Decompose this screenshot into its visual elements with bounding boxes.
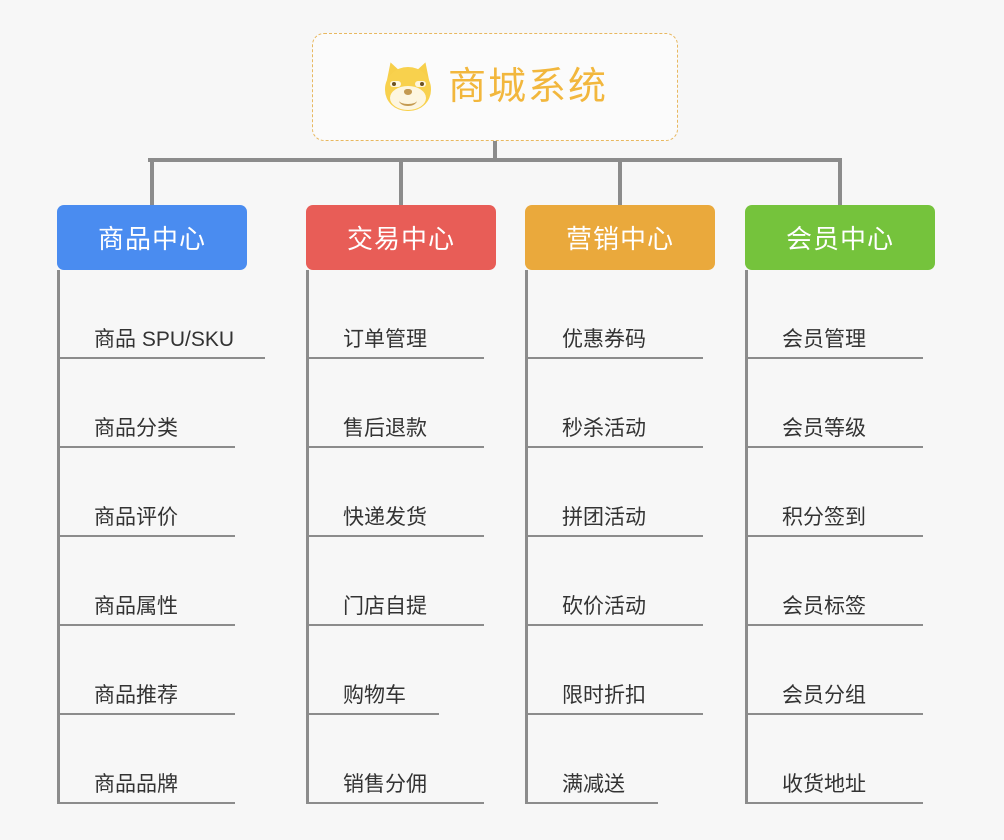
leaf-item-label: 商品品牌 [94, 772, 178, 796]
root-node[interactable]: 商城系统 [312, 33, 678, 141]
leaf-item[interactable]: 拼团活动 [528, 448, 703, 537]
leaf-item[interactable]: 门店自提 [309, 537, 484, 626]
shiba-dog-icon [381, 59, 435, 113]
leaf-item-label: 秒杀活动 [562, 416, 646, 440]
leaf-list-product-center: 商品 SPU/SKU 商品分类商品评价商品属性商品推荐商品品牌 [57, 270, 265, 804]
leaf-item-label: 会员管理 [782, 327, 866, 351]
leaf-item[interactable]: 秒杀活动 [528, 359, 703, 448]
leaf-item-label: 售后退款 [343, 416, 427, 440]
leaf-item-label: 满减送 [562, 772, 625, 796]
leaf-item[interactable]: 限时折扣 [528, 626, 703, 715]
category-column-trade-center: 交易中心订单管理售后退款快递发货门店自提购物车销售分佣 [306, 205, 496, 804]
leaf-item[interactable]: 会员分组 [748, 626, 923, 715]
leaf-item-label: 购物车 [343, 683, 406, 707]
leaf-item-label: 商品属性 [94, 594, 178, 618]
leaf-item[interactable]: 积分签到 [748, 448, 923, 537]
leaf-item-label: 销售分佣 [343, 772, 427, 796]
connector-drop-product-center [150, 158, 154, 205]
leaf-item[interactable]: 售后退款 [309, 359, 484, 448]
category-header-product-center[interactable]: 商品中心 [57, 205, 247, 270]
leaf-item[interactable]: 商品品牌 [60, 715, 235, 804]
connector-root-stem [493, 141, 497, 160]
root-title: 商城系统 [447, 66, 608, 108]
connector-drop-trade-center [399, 158, 403, 205]
leaf-list-trade-center: 订单管理售后退款快递发货门店自提购物车销售分佣 [306, 270, 496, 804]
leaf-item[interactable]: 优惠券码 [528, 270, 703, 359]
connector-horizontal-bus [148, 158, 842, 162]
leaf-item[interactable]: 快递发货 [309, 448, 484, 537]
leaf-item-label: 会员标签 [782, 594, 866, 618]
leaf-item[interactable]: 砍价活动 [528, 537, 703, 626]
leaf-item-label: 会员等级 [782, 416, 866, 440]
leaf-item[interactable]: 订单管理 [309, 270, 484, 359]
connector-drop-member-center [838, 158, 842, 205]
leaf-item[interactable]: 收货地址 [748, 715, 923, 804]
category-column-member-center: 会员中心会员管理会员等级积分签到会员标签会员分组收货地址 [745, 205, 935, 804]
category-column-product-center: 商品中心商品 SPU/SKU 商品分类商品评价商品属性商品推荐商品品牌 [57, 205, 265, 804]
leaf-item[interactable]: 会员等级 [748, 359, 923, 448]
leaf-item[interactable]: 商品分类 [60, 359, 235, 448]
category-header-marketing-center[interactable]: 营销中心 [525, 205, 715, 270]
leaf-item[interactable]: 会员管理 [748, 270, 923, 359]
leaf-item-label: 会员分组 [782, 683, 866, 707]
leaf-item[interactable]: 商品 SPU/SKU [60, 270, 265, 359]
leaf-item-label: 商品评价 [94, 505, 178, 529]
category-header-trade-center[interactable]: 交易中心 [306, 205, 496, 270]
leaf-item-label: 砍价活动 [562, 594, 646, 618]
leaf-item-label: 商品推荐 [94, 683, 178, 707]
leaf-item-label: 优惠券码 [562, 327, 646, 351]
leaf-item-label: 订单管理 [343, 327, 427, 351]
leaf-item[interactable]: 购物车 [309, 626, 439, 715]
leaf-item-label: 积分签到 [782, 505, 866, 529]
leaf-item-label: 快递发货 [343, 505, 427, 529]
leaf-item-label: 商品 SPU/SKU [94, 327, 235, 351]
leaf-item[interactable]: 会员标签 [748, 537, 923, 626]
leaf-item-label: 收货地址 [782, 772, 866, 796]
leaf-item[interactable]: 商品属性 [60, 537, 235, 626]
leaf-item-label: 门店自提 [343, 594, 427, 618]
category-column-marketing-center: 营销中心优惠券码秒杀活动拼团活动砍价活动限时折扣满减送 [525, 205, 715, 804]
category-header-member-center[interactable]: 会员中心 [745, 205, 935, 270]
leaf-list-member-center: 会员管理会员等级积分签到会员标签会员分组收货地址 [745, 270, 935, 804]
connector-drop-marketing-center [618, 158, 622, 205]
leaf-item-label: 商品分类 [94, 416, 178, 440]
leaf-item[interactable]: 商品推荐 [60, 626, 235, 715]
leaf-item[interactable]: 销售分佣 [309, 715, 484, 804]
leaf-item-label: 限时折扣 [562, 683, 646, 707]
leaf-item[interactable]: 商品评价 [60, 448, 235, 537]
leaf-item-label: 拼团活动 [562, 505, 646, 529]
leaf-item[interactable]: 满减送 [528, 715, 658, 804]
leaf-list-marketing-center: 优惠券码秒杀活动拼团活动砍价活动限时折扣满减送 [525, 270, 715, 804]
